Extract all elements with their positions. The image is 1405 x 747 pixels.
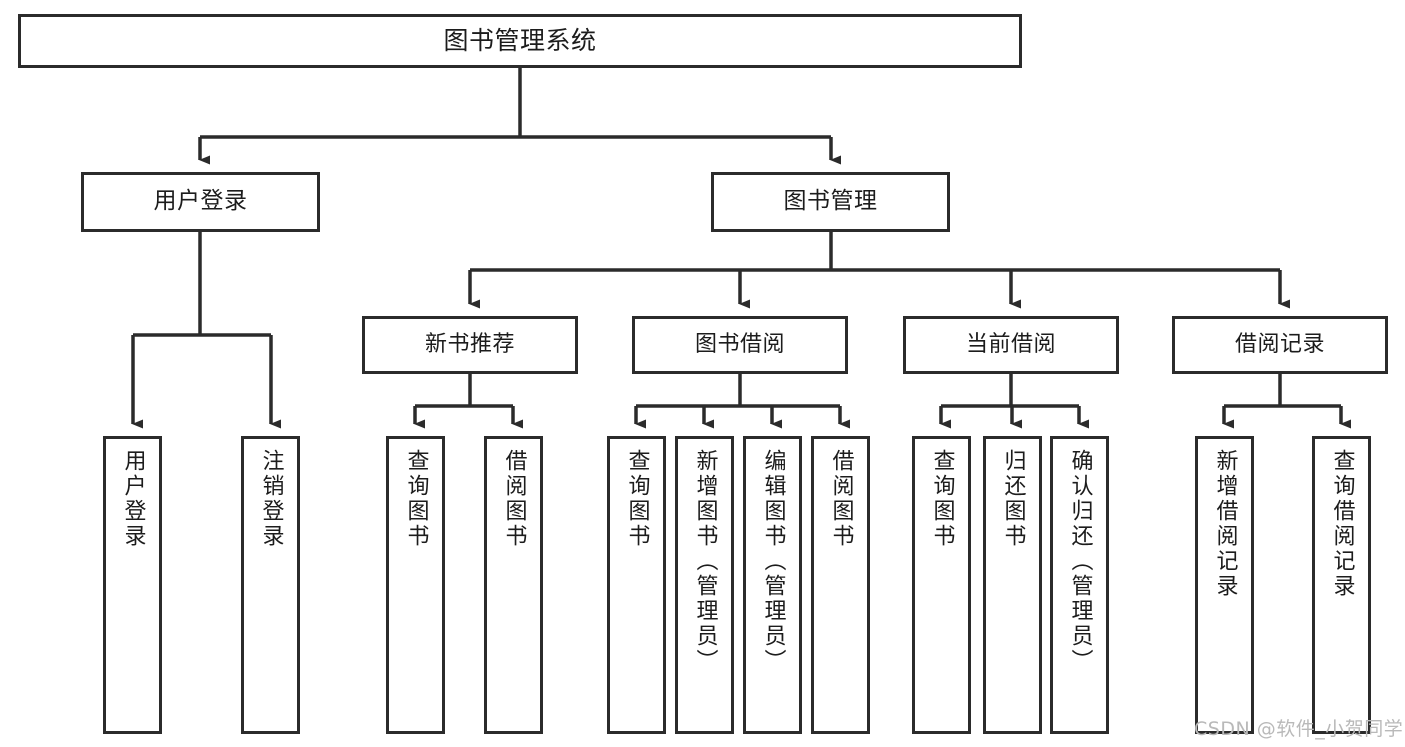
node-leaf-borrow-book-rec[interactable]: 借阅图书 (484, 436, 543, 734)
node-leaf-query-record-label: 查询借阅记录 (1329, 449, 1355, 599)
node-user-login-label: 用户登录 (153, 188, 248, 215)
node-leaf-borrow-book-rec-label: 借阅图书 (501, 449, 527, 549)
node-user-login[interactable]: 用户登录 (81, 172, 320, 232)
node-book-borrow[interactable]: 图书借阅 (632, 316, 848, 374)
node-current-borrow[interactable]: 当前借阅 (903, 316, 1119, 374)
node-root-label: 图书管理系统 (443, 26, 597, 55)
node-current-borrow-label: 当前借阅 (965, 331, 1056, 357)
node-book-management[interactable]: 图书管理 (711, 172, 950, 232)
node-borrow-record-label: 借阅记录 (1234, 331, 1325, 357)
node-leaf-query-book-current-label: 查询图书 (929, 449, 955, 549)
edge-userlogin-to-leaves (131, 232, 281, 429)
node-root[interactable]: 图书管理系统 (18, 14, 1022, 68)
node-leaf-query-book-rec[interactable]: 查询图书 (386, 436, 445, 734)
node-leaf-borrow-book[interactable]: 借阅图书 (811, 436, 870, 734)
node-new-book-recommend-label: 新书推荐 (424, 331, 515, 357)
node-leaf-return-book[interactable]: 归还图书 (983, 436, 1042, 734)
edge-borrowrecord-to-leaves (1222, 374, 1351, 429)
node-leaf-add-record[interactable]: 新增借阅记录 (1195, 436, 1254, 734)
node-leaf-borrow-book-label: 借阅图书 (828, 449, 854, 549)
node-leaf-query-record[interactable]: 查询借阅记录 (1312, 436, 1371, 734)
node-book-management-label: 图书管理 (783, 188, 878, 215)
node-leaf-add-record-label: 新增借阅记录 (1212, 449, 1238, 599)
node-book-borrow-label: 图书借阅 (694, 331, 785, 357)
node-leaf-query-book-borrow[interactable]: 查询图书 (607, 436, 666, 734)
node-leaf-user-login-label: 用户登录 (120, 449, 146, 549)
csdn-watermark: CSDN @软件_小贺同学 (1194, 718, 1404, 740)
edge-bookborrow-to-leaves (634, 374, 850, 429)
node-leaf-add-book[interactable]: 新增图书（管理员） (675, 436, 734, 734)
node-leaf-user-login[interactable]: 用户登录 (103, 436, 162, 734)
node-leaf-query-book-borrow-label: 查询图书 (624, 449, 650, 549)
edge-currentborrow-to-leaves (939, 374, 1089, 429)
node-leaf-return-book-label: 归还图书 (1000, 449, 1026, 549)
node-leaf-confirm-return-label: 确认归还（管理员） (1067, 449, 1093, 674)
node-leaf-user-logout[interactable]: 注销登录 (241, 436, 300, 734)
node-leaf-user-logout-label: 注销登录 (258, 449, 284, 549)
edge-bookmgmt-to-level3 (468, 232, 1290, 309)
node-leaf-query-book-current[interactable]: 查询图书 (912, 436, 971, 734)
node-leaf-edit-book-label: 编辑图书（管理员） (760, 449, 786, 674)
node-leaf-edit-book[interactable]: 编辑图书（管理员） (743, 436, 802, 734)
edge-newbook-to-leaves (413, 374, 523, 429)
node-borrow-record[interactable]: 借阅记录 (1172, 316, 1388, 374)
node-leaf-add-book-label: 新增图书（管理员） (692, 449, 718, 674)
node-leaf-confirm-return[interactable]: 确认归还（管理员） (1050, 436, 1109, 734)
node-leaf-query-book-rec-label: 查询图书 (403, 449, 429, 549)
edge-root-to-level2 (198, 68, 841, 165)
node-new-book-recommend[interactable]: 新书推荐 (362, 316, 578, 374)
